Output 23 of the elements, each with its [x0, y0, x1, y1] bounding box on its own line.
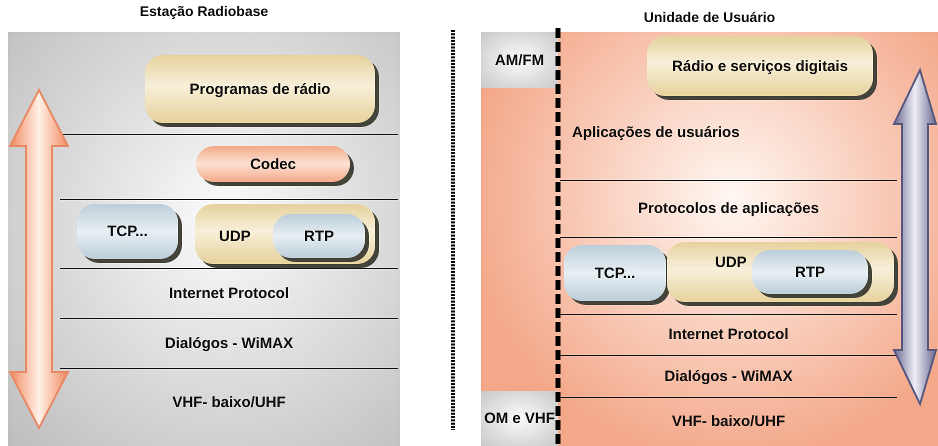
protocol-box: RTP: [273, 214, 365, 258]
panel-heading: Unidade de Usuário: [642, 8, 776, 27]
layer-label: Internet Protocol: [60, 270, 398, 316]
band-box: OM e VHF: [481, 391, 558, 446]
layer-label: VHF- baixo/UHF: [60, 370, 398, 434]
protocol-box: [195, 204, 375, 264]
box-label: UDP: [219, 228, 251, 245]
box-label: UDP: [715, 254, 747, 271]
layer-label: Aplicações de usuários: [560, 104, 894, 160]
band-box: AM/FM: [481, 32, 558, 88]
protocol-box: TCP...: [564, 245, 666, 301]
layer-label: Dialógos - WiMAX: [560, 357, 897, 395]
panel-heading: Estação Radiobase: [138, 2, 270, 21]
protocol-box: TCP...: [77, 204, 178, 259]
layer-label: Internet Protocol: [560, 316, 897, 353]
layer-label: Dialógos - WiMAX: [60, 320, 398, 366]
protocol-box: [667, 242, 894, 302]
layer-label: Protocolos de aplicações: [560, 182, 897, 235]
layer-label: VHF- baixo/UHF: [560, 399, 897, 444]
protocol-box: Programas de rádio: [145, 55, 375, 123]
protocol-box: RTP: [752, 250, 868, 294]
protocol-box: Codec: [196, 146, 350, 182]
protocol-box: Rádio e serviços digitais: [647, 36, 873, 96]
